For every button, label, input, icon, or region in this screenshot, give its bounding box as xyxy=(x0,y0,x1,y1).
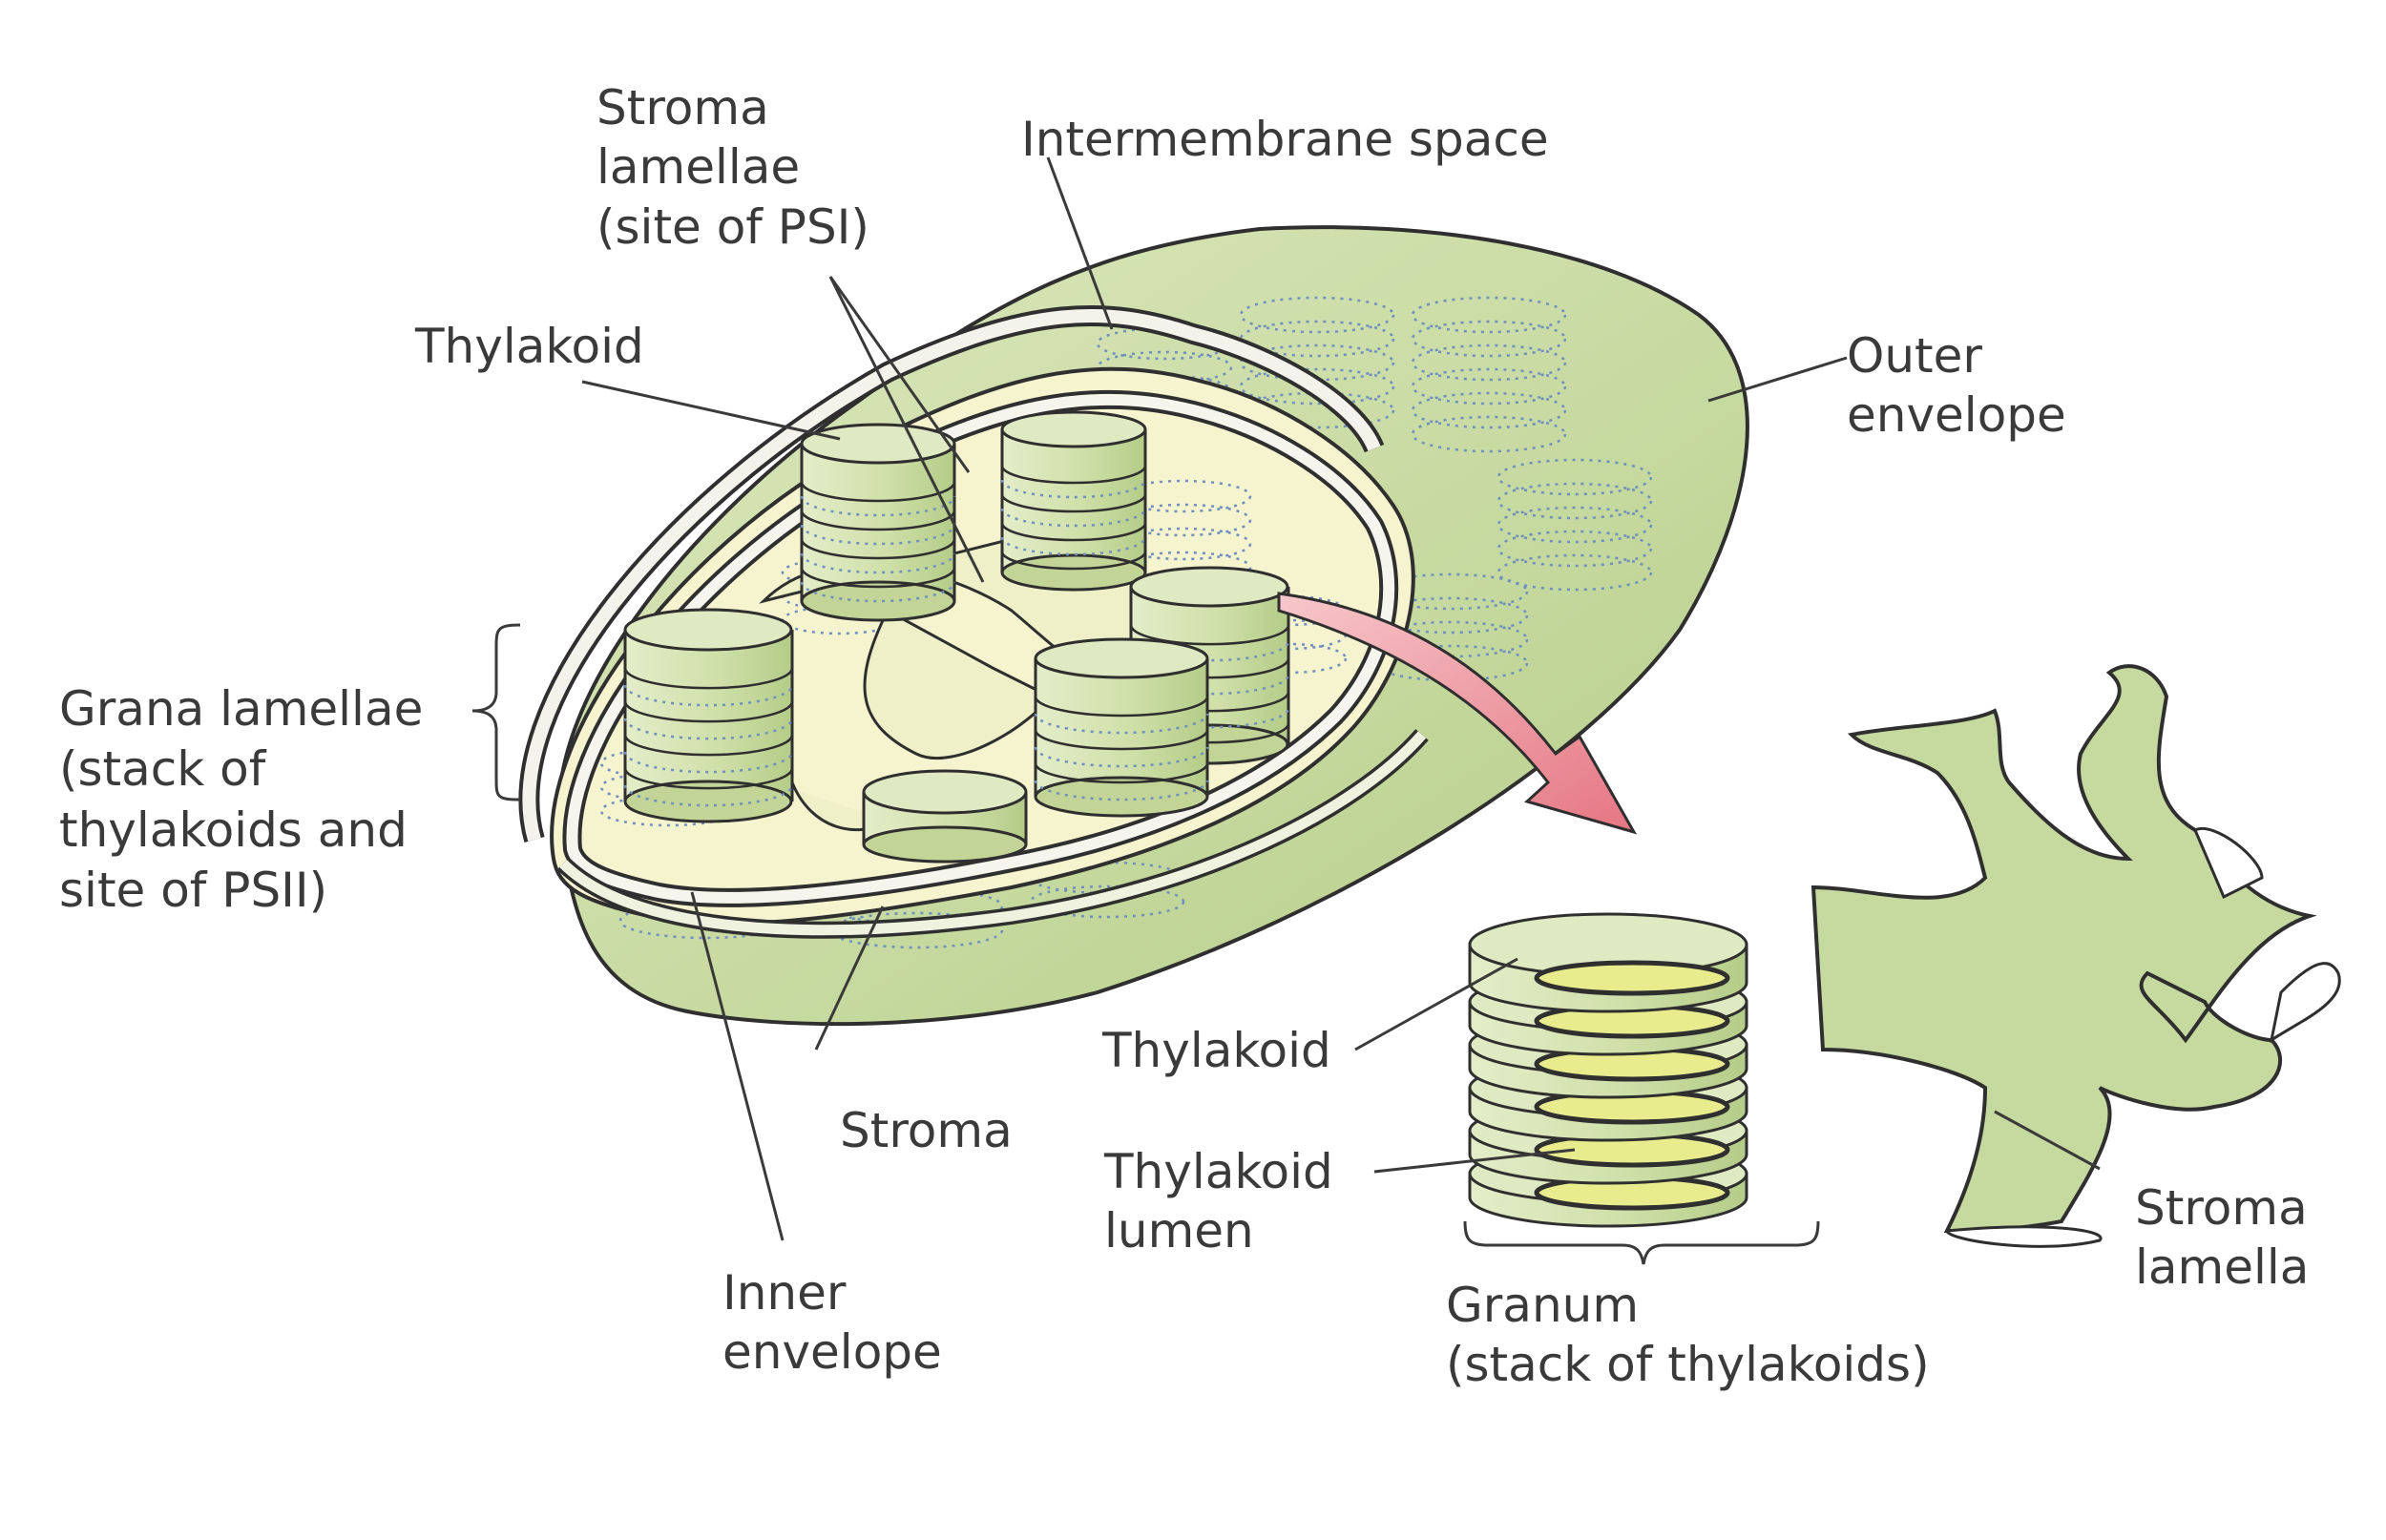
label-inner-envelope-1: Inner xyxy=(722,1265,847,1321)
thylakoid-disk xyxy=(1468,912,1748,1013)
zoom-arrow xyxy=(1277,592,1638,835)
label-outer-envelope-1: Outer xyxy=(1847,328,1982,384)
label-stroma-lamellae-3: (site of PSI) xyxy=(596,199,869,255)
label-grana-lamellae-1: Grana lamellae xyxy=(59,681,423,737)
labels: Stroma lamellae (site of PSI) Intermembr… xyxy=(59,80,2309,1392)
label-thylakoid-top: Thylakoid xyxy=(414,319,644,374)
label-inner-envelope-2: envelope xyxy=(722,1324,942,1380)
granum-brace xyxy=(1463,1220,1820,1265)
label-stroma: Stroma xyxy=(840,1103,1013,1158)
label-granum-1: Granum xyxy=(1446,1278,1639,1333)
leader-lines xyxy=(581,156,2101,1241)
label-stroma-lamella-2: lamella xyxy=(2135,1239,2309,1295)
label-thylakoid-detail: Thylakoid xyxy=(1101,1023,1331,1078)
label-outer-envelope-2: envelope xyxy=(1847,387,2066,443)
label-thylakoid-lumen-1: Thylakoid xyxy=(1103,1144,1333,1199)
granum-detail-stack xyxy=(1468,912,1748,1228)
granum-stack-2 xyxy=(1000,410,1147,592)
granum-stack-5 xyxy=(1034,637,1209,818)
chloroplast xyxy=(518,225,1749,1027)
granum-stack-4 xyxy=(623,608,794,823)
granum-stack-1 xyxy=(800,423,956,622)
label-grana-lamellae-2: (stack of xyxy=(59,741,267,797)
label-thylakoid-lumen-2: lumen xyxy=(1104,1203,1254,1259)
stroma-lamella-network xyxy=(1810,664,2317,1234)
grana-lamellae-brace xyxy=(471,623,521,801)
label-stroma-lamellae-1: Stroma xyxy=(596,80,769,135)
label-stroma-lamella-1: Stroma xyxy=(2135,1180,2308,1236)
label-stroma-lamellae-2: lamellae xyxy=(596,139,800,195)
label-grana-lamellae-4: site of PSII) xyxy=(59,863,327,918)
granum-stack-6 xyxy=(862,769,1028,864)
detail-view xyxy=(1468,664,2341,1248)
label-grana-lamellae-3: thylakoids and xyxy=(59,802,408,858)
label-intermembrane-space: Intermembrane space xyxy=(1021,112,1549,167)
label-granum-2: (stack of thylakoids) xyxy=(1446,1337,1930,1392)
